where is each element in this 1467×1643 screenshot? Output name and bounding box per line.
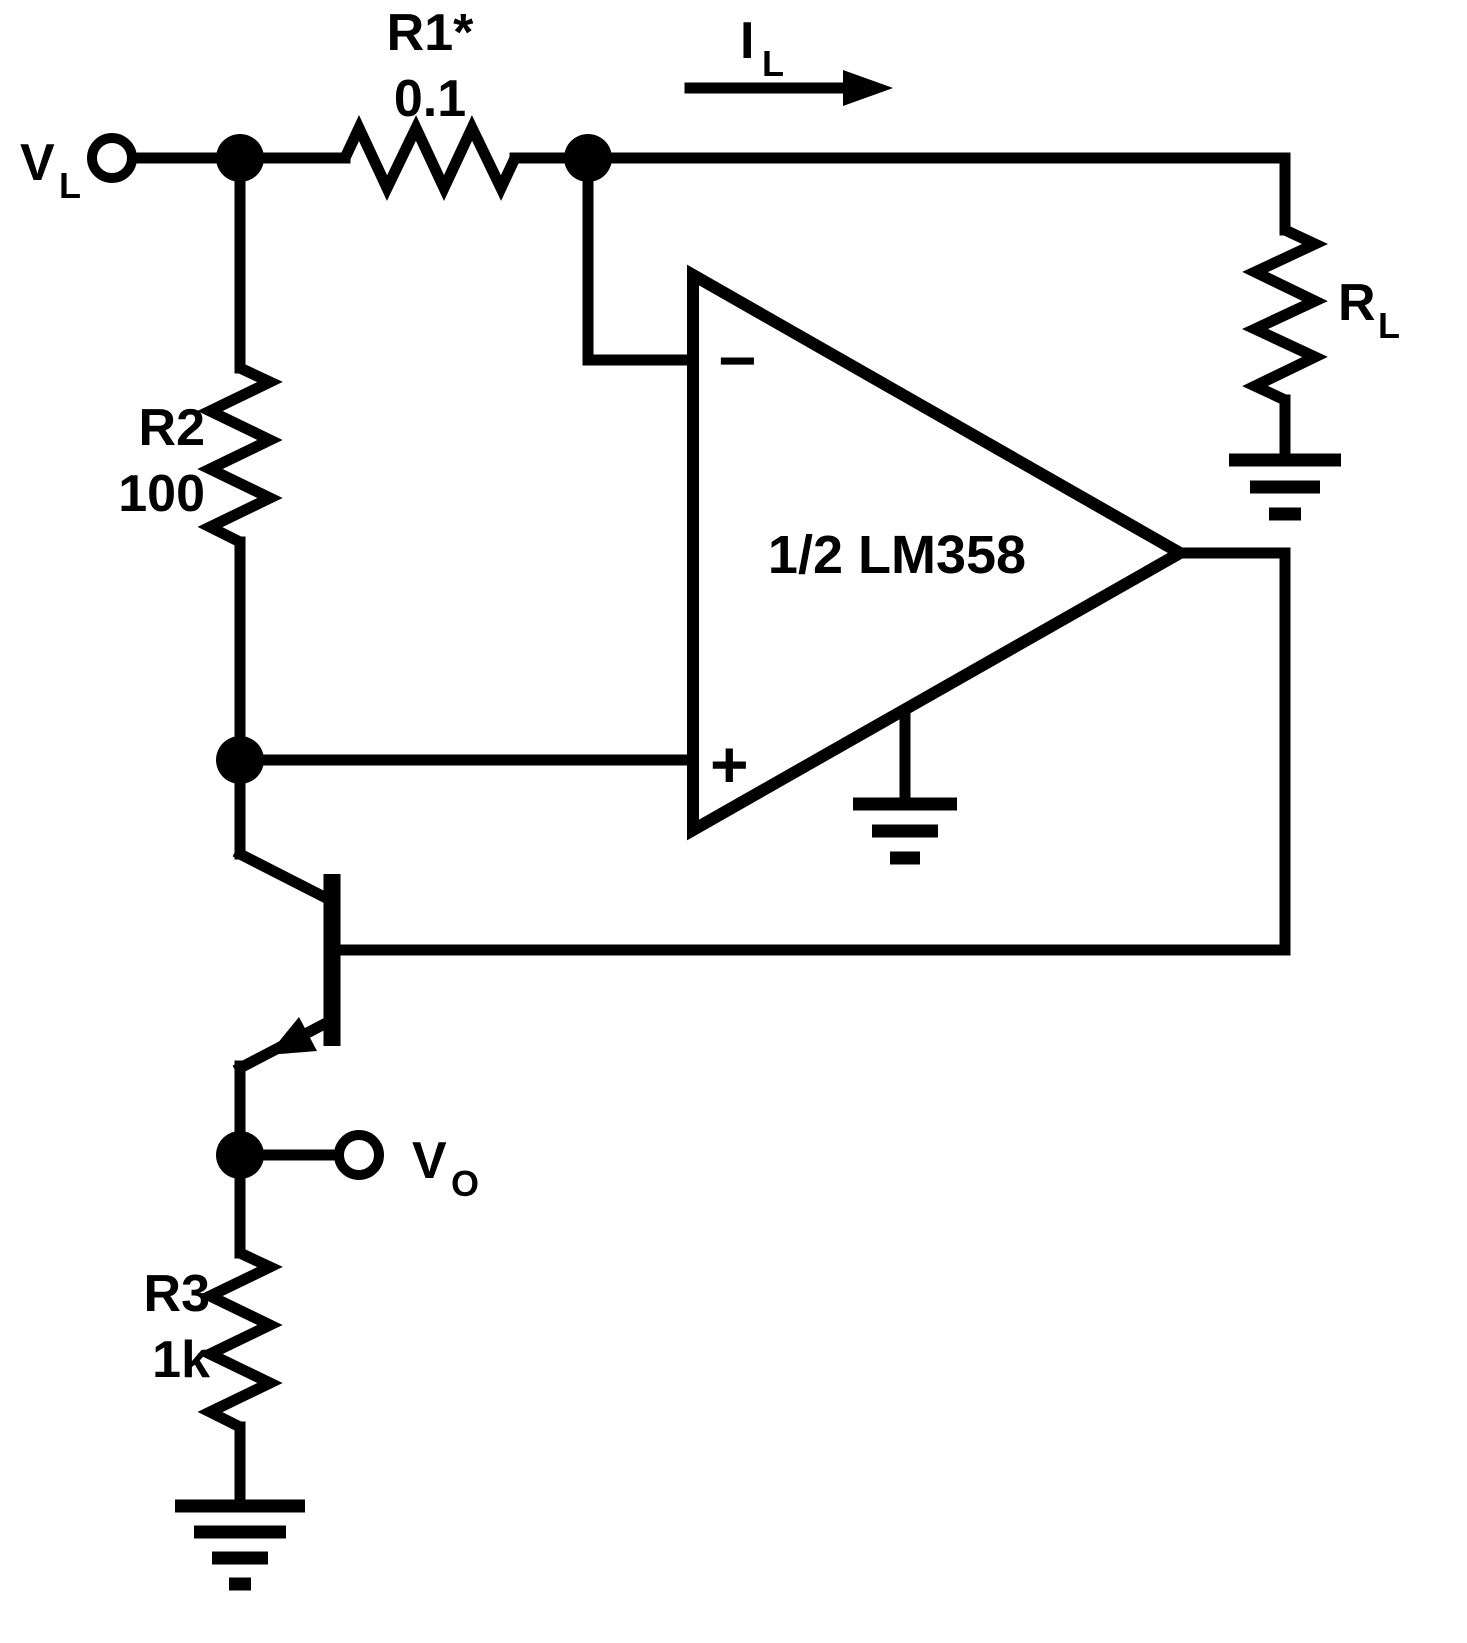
rl-label: R — [1338, 274, 1376, 332]
transistor — [232, 754, 341, 1076]
r3-name-label: R3 — [144, 1265, 210, 1323]
r1-name-label: R1* — [387, 4, 474, 62]
r3-value-label: 1k — [152, 1331, 210, 1389]
load-current-arrow-icon — [684, 70, 893, 106]
arrow-head — [843, 70, 893, 106]
resistor-rl — [1241, 225, 1329, 405]
ground-rl — [1229, 453, 1341, 521]
r2-name-label: R2 — [139, 399, 205, 457]
resistor-r1 — [340, 114, 520, 202]
resistor-r2 — [197, 363, 283, 547]
opamp-part-number: 1/2 LM358 — [768, 525, 1026, 585]
vo-terminal — [334, 1130, 384, 1180]
wire-output-to-base — [327, 547, 1291, 956]
opamp-noninverting-input-label: + — [710, 727, 749, 801]
resistor-rl-zigzag — [1241, 225, 1329, 405]
il-label-subscript: L — [762, 43, 784, 84]
vo-label: V — [412, 1132, 447, 1190]
node-vo — [216, 1131, 264, 1179]
resistor-r3-zigzag — [197, 1248, 283, 1432]
wire-r1-to-rl — [509, 152, 1291, 236]
node-sense — [564, 134, 612, 182]
vo-label-subscript: O — [451, 1163, 479, 1204]
terminals — [87, 133, 384, 1180]
resistor-r1-zigzag — [340, 114, 520, 202]
vl-terminal — [87, 133, 137, 183]
wire-sense-to-inverting-input — [582, 152, 699, 366]
r1-value-label: 0.1 — [394, 70, 466, 128]
node-vl — [216, 134, 264, 182]
resistor-r3 — [197, 1248, 283, 1432]
transistor-upper-diagonal — [232, 846, 340, 909]
vl-label-subscript: L — [59, 165, 81, 206]
r2-value-label: 100 — [118, 465, 205, 523]
ground-opamp — [853, 797, 957, 865]
rl-label-subscript: L — [1378, 305, 1400, 346]
opamp: − + 1/2 LM358 — [687, 264, 1193, 841]
ground-r3 — [175, 1499, 305, 1591]
vl-label: V — [20, 134, 55, 192]
node-emitter — [216, 736, 264, 784]
junction-nodes — [216, 134, 612, 1179]
transistor-emitter-arrow-icon — [268, 1017, 317, 1055]
opamp-inverting-input-label: − — [718, 323, 757, 397]
il-label: I — [740, 12, 754, 70]
resistor-r2-zigzag — [197, 363, 283, 547]
opamp-body — [687, 264, 1193, 841]
labels: V L R1* 0.1 I L R L R2 100 V O R3 1k — [20, 4, 1400, 1389]
